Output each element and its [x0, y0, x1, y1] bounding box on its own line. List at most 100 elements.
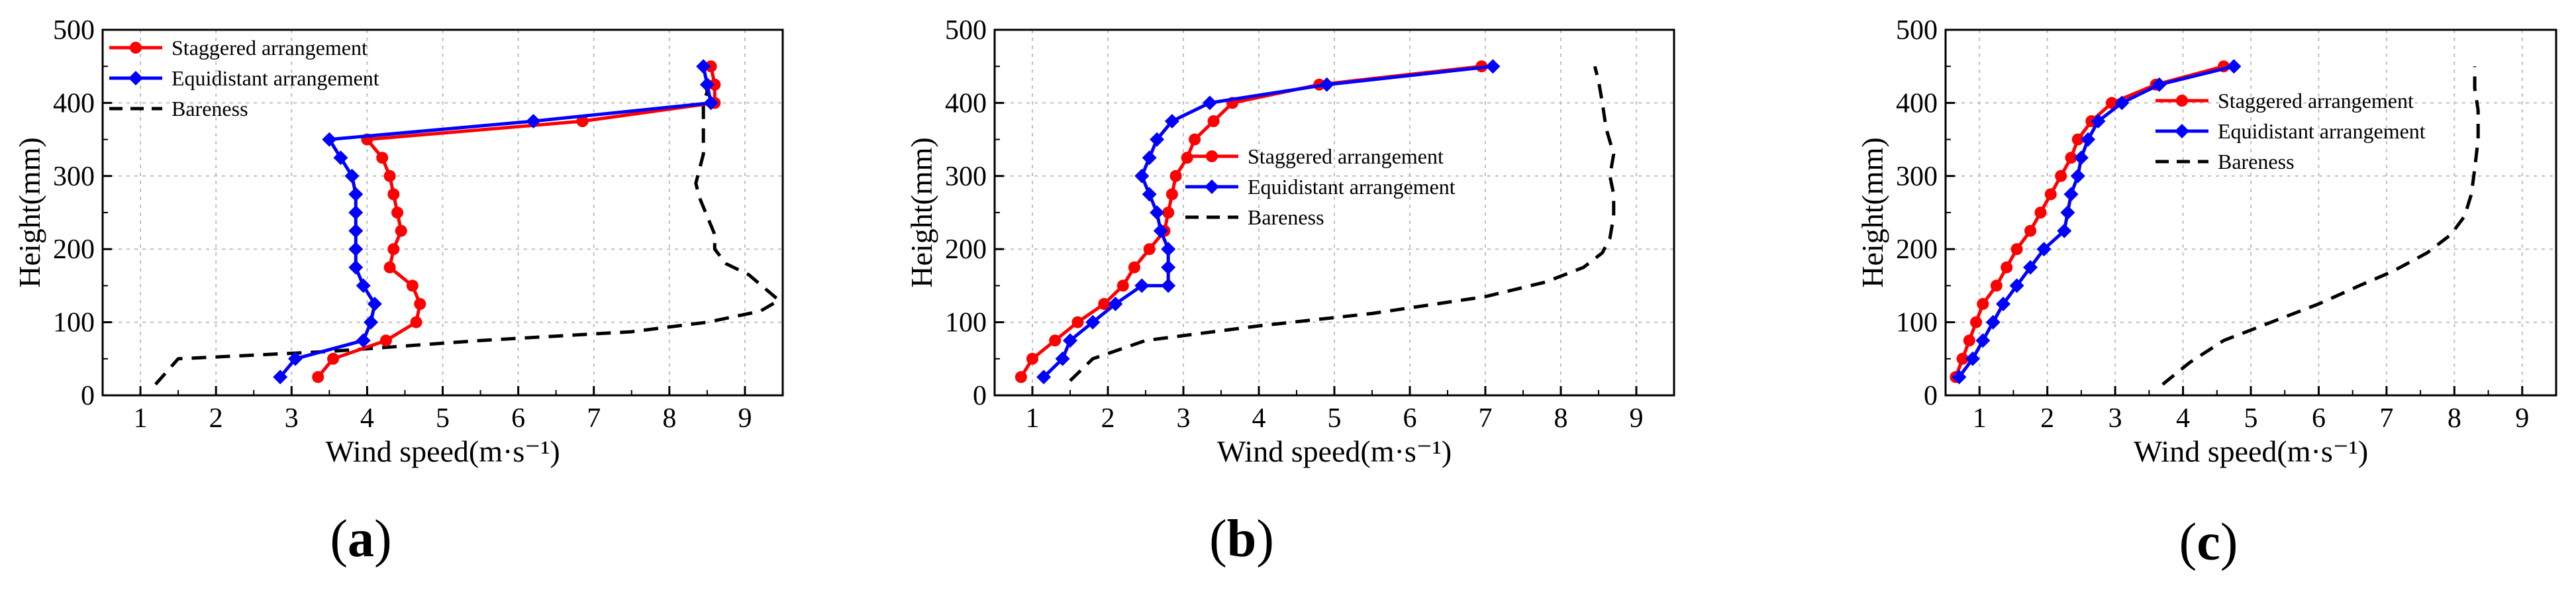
data-point [2055, 170, 2067, 182]
x-tick-label: 5 [1328, 403, 1342, 434]
series-bareness [2161, 66, 2480, 386]
series-line [1069, 66, 1616, 382]
panel-label-close: ) [1256, 510, 1274, 568]
data-point [344, 168, 360, 183]
x-tick-label: 6 [1403, 403, 1417, 434]
data-point [1996, 297, 2011, 311]
data-point [322, 132, 337, 147]
data-point [356, 333, 371, 348]
x-tick-label: 9 [1630, 403, 1644, 434]
data-point [333, 150, 348, 166]
data-point [1205, 179, 1219, 194]
data-point [2001, 261, 2013, 273]
y-tick-label: 200 [945, 234, 987, 265]
x-tick-label: 7 [1479, 403, 1493, 434]
data-point [2152, 77, 2167, 92]
data-point [703, 95, 718, 111]
x-tick-label: 6 [2312, 403, 2326, 434]
data-point [2057, 223, 2072, 238]
data-point [395, 224, 407, 237]
x-tick-label: 3 [2108, 403, 2122, 434]
panel-label-letter: b [1227, 510, 1257, 568]
series-staggered-arrangement [312, 60, 721, 383]
legend-label: Staggered arrangement [172, 36, 368, 60]
y-tick-label: 100 [945, 308, 987, 338]
data-point [2065, 152, 2077, 164]
data-point [348, 260, 364, 275]
y-axis-title: Height(mm) [905, 137, 938, 287]
panel-label-open: ( [330, 510, 348, 568]
data-point [1202, 95, 1217, 111]
series-line [2161, 66, 2480, 386]
data-point [1085, 315, 1101, 330]
data-point [2114, 95, 2130, 111]
panel-label-letter: c [2197, 513, 2220, 571]
data-point [2175, 124, 2189, 138]
panel-label: (c) [2179, 513, 2238, 571]
y-tick-label: 0 [973, 381, 987, 411]
panel-label: (a) [330, 510, 391, 568]
data-point [2176, 95, 2188, 107]
x-tick-label: 3 [285, 403, 299, 434]
series-staggered-arrangement [1015, 60, 1488, 383]
x-tick-label: 6 [511, 403, 525, 434]
data-point [1161, 278, 1176, 293]
legend-label: Equidistant arrangement [1248, 175, 1456, 199]
series-bareness [154, 66, 781, 386]
panel-label-open: ( [1209, 510, 1227, 568]
data-point [1015, 371, 1027, 383]
data-point [1975, 333, 1991, 348]
panel-label-open: ( [2179, 513, 2197, 571]
data-point [356, 278, 371, 293]
data-point [1153, 223, 1168, 238]
data-point [1161, 260, 1176, 275]
y-tick-label: 400 [1896, 88, 1938, 119]
data-point [128, 71, 143, 85]
data-point [383, 170, 396, 182]
data-point [1206, 150, 1218, 162]
x-tick-label: 9 [2515, 403, 2529, 434]
data-point [2044, 188, 2057, 201]
data-point [1965, 351, 1980, 366]
y-tick-label: 100 [1896, 308, 1938, 338]
data-point [2060, 205, 2075, 220]
data-point [2073, 150, 2089, 166]
data-point [1161, 242, 1176, 257]
data-point [1970, 316, 1983, 328]
data-point [287, 351, 303, 366]
data-point [1990, 279, 2003, 292]
y-axis-title: Height(mm) [13, 137, 46, 287]
x-tick-label: 5 [2244, 403, 2258, 434]
legend-label: Staggered arrangement [2218, 89, 2414, 113]
x-axis-title: Wind speed(m·s⁻¹) [1217, 434, 1452, 468]
data-point [348, 187, 364, 202]
data-point [1063, 333, 1077, 348]
x-tick-label: 8 [1554, 403, 1568, 434]
data-point [709, 78, 721, 91]
x-tick-label: 2 [2040, 403, 2054, 434]
data-point [699, 77, 715, 92]
series-line [1957, 64, 2234, 378]
series-bareness [1069, 66, 1616, 382]
series-line [154, 66, 781, 386]
data-point [2091, 114, 2106, 128]
data-point [2024, 224, 2037, 237]
data-point [1116, 279, 1129, 292]
data-point [387, 188, 400, 201]
data-point [1055, 351, 1070, 366]
panel-label: (b) [1209, 510, 1274, 568]
data-point [1071, 316, 1084, 328]
panel-label-letter: a [348, 510, 374, 568]
data-point [130, 42, 142, 54]
data-point [391, 207, 404, 219]
data-point [2036, 242, 2052, 257]
data-point [414, 298, 426, 310]
y-axis-title: Height(mm) [1856, 137, 1889, 287]
data-point [1977, 298, 1989, 310]
data-point [1142, 187, 1157, 202]
y-tick-label: 500 [945, 15, 987, 46]
data-point [1098, 298, 1111, 310]
